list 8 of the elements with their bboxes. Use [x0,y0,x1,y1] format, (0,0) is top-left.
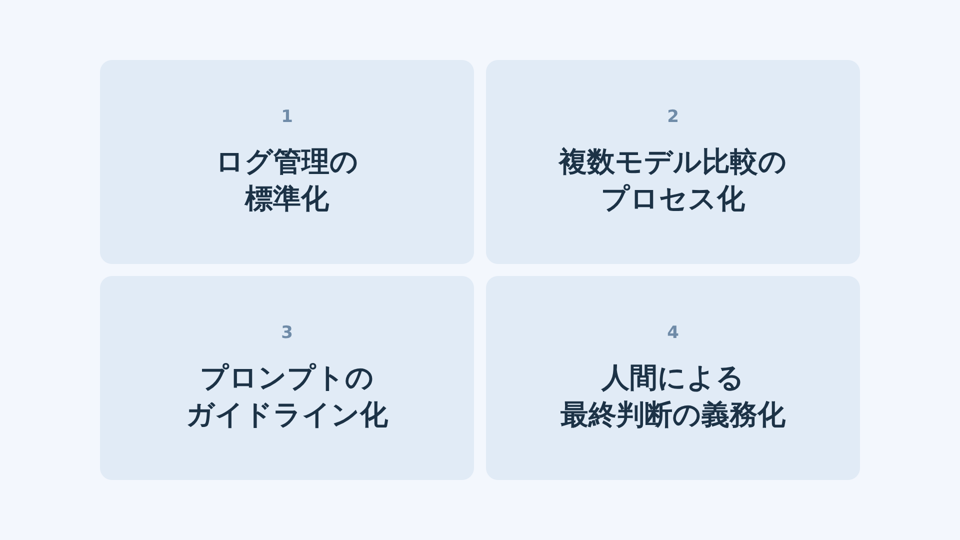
step-number: 4 [667,323,679,343]
step-number: 2 [667,107,679,127]
step-number: 3 [281,323,293,343]
card-title: プロンプトのガイドライン化 [186,360,388,433]
card-title: 複数モデル比較のプロセス化 [559,144,787,217]
card-title: ログ管理の標準化 [216,144,358,217]
card-title: 人間による最終判断の義務化 [560,360,786,433]
step-number: 1 [281,107,293,127]
